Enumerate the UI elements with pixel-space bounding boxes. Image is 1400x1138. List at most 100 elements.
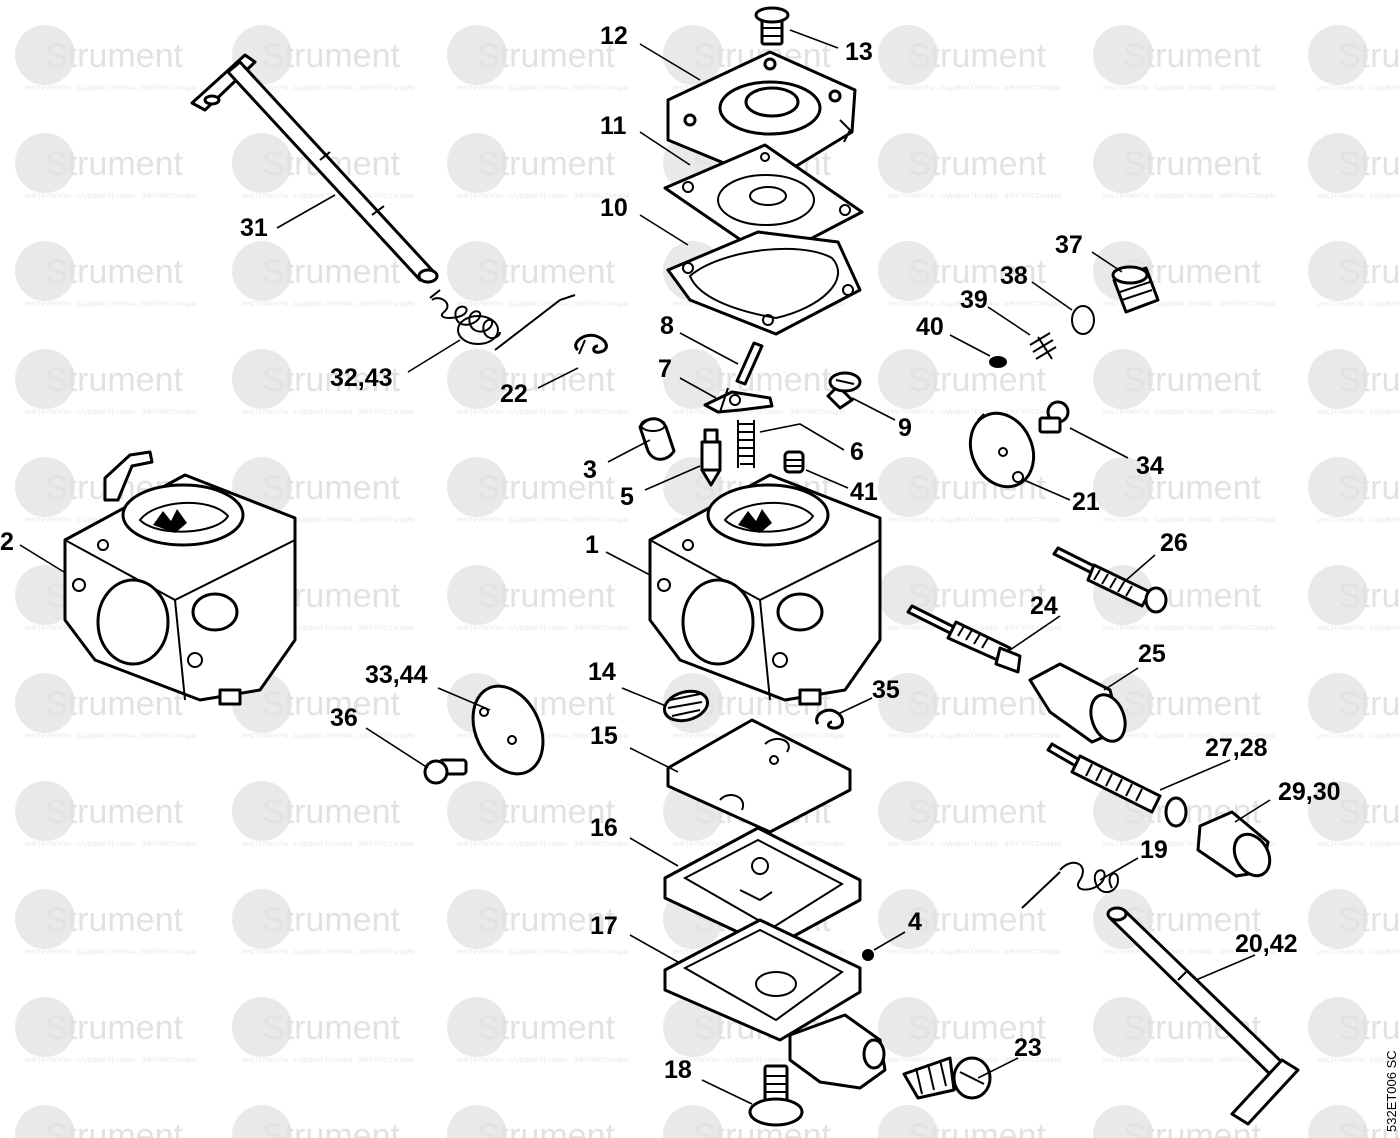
svg-text:Strument: Strument — [477, 901, 615, 939]
callout-35: 35 — [872, 676, 900, 704]
svg-text:ИНСТРУМЕНТЫ · САДОВАЯ ТЕХНИКА: ИНСТРУМЕНТЫ · САДОВАЯ ТЕХНИКА · ЭЛЕКТРОС… — [888, 626, 1061, 632]
part-34-screw — [1038, 400, 1070, 434]
leader-lines — [19, 29, 1271, 1105]
svg-text:ИНСТРУМЕНТЫ · САДОВАЯ ТЕХНИКА: ИНСТРУМЕНТЫ · САДОВАЯ ТЕХНИКА · ЭЛЕКТРОС… — [242, 302, 415, 308]
part-18-screw — [748, 1064, 804, 1127]
callout-18: 18 — [664, 1056, 692, 1084]
svg-text:Strument: Strument — [477, 577, 615, 615]
svg-text:Strument: Strument — [693, 361, 831, 399]
svg-text:Strument: Strument — [1338, 577, 1400, 615]
svg-text:ИНСТРУМЕНТЫ · САДОВАЯ ТЕХНИКА: ИНСТРУМЕНТЫ · САДОВАЯ ТЕХНИКА · ЭЛЕКТРОС… — [242, 194, 415, 200]
svg-text:ИНСТРУМЕНТЫ · САДОВАЯ ТЕХНИКА: ИНСТРУМЕНТЫ · САДОВАЯ ТЕХНИКА · ЭЛЕКТРОС… — [457, 518, 630, 524]
svg-text:ИНСТРУМЕНТЫ · САДОВАЯ ТЕХНИКА: ИНСТРУМЕНТЫ · САДОВАЯ ТЕХНИКА · ЭЛЕКТРОС… — [25, 86, 198, 92]
svg-text:ИНСТРУМЕНТЫ · САДОВАЯ ТЕХНИКА: ИНСТРУМЕНТЫ · САДОВАЯ ТЕХНИКА · ЭЛЕКТРОС… — [673, 1058, 846, 1064]
svg-text:ИНСТРУМЕНТЫ · САДОВАЯ ТЕХНИКА: ИНСТРУМЕНТЫ · САДОВАЯ ТЕХНИКА · ЭЛЕКТРОС… — [888, 734, 1061, 740]
part-31-throttle-shaft — [190, 53, 439, 284]
callout-24: 24 — [1030, 592, 1058, 620]
callout-16: 16 — [590, 814, 618, 842]
svg-text:ИНСТРУМЕНТЫ · САДОВАЯ ТЕХНИКА: ИНСТРУМЕНТЫ · САДОВАЯ ТЕХНИКА · ЭЛЕКТРОС… — [1318, 410, 1400, 416]
callout-10: 10 — [600, 194, 628, 222]
part-11-diaphragm — [663, 143, 864, 262]
svg-text:ИНСТРУМЕНТЫ · САДОВАЯ ТЕХНИКА: ИНСТРУМЕНТЫ · САДОВАЯ ТЕХНИКА · ЭЛЕКТРОС… — [888, 410, 1061, 416]
svg-text:ИНСТРУМЕНТЫ · САДОВАЯ ТЕХНИКА: ИНСТРУМЕНТЫ · САДОВАЯ ТЕХНИКА · ЭЛЕКТРОС… — [242, 410, 415, 416]
part-9-screw — [826, 371, 862, 410]
callout-32-43: 32,43 — [330, 364, 393, 392]
callout-12: 12 — [600, 22, 628, 50]
callout-14: 14 — [588, 658, 616, 686]
svg-text:Strument: Strument — [908, 361, 1046, 399]
part-39-spring — [1029, 332, 1057, 360]
svg-text:ИНСТРУМЕНТЫ · САДОВАЯ ТЕХНИКА: ИНСТРУМЕНТЫ · САДОВАЯ ТЕХНИКА · ЭЛЕКТРОС… — [457, 86, 630, 92]
svg-text:ИНСТРУМЕНТЫ · САДОВАЯ ТЕХНИКА: ИНСТРУМЕНТЫ · САДОВАЯ ТЕХНИКА · ЭЛЕКТРОС… — [1318, 950, 1400, 956]
svg-text:Strument: Strument — [908, 901, 1046, 939]
part-15-metering-gasket — [666, 718, 852, 834]
svg-text:Strument: Strument — [477, 145, 615, 183]
svg-text:ИНСТРУМЕНТЫ · САДОВАЯ ТЕХНИКА: ИНСТРУМЕНТЫ · САДОВАЯ ТЕХНИКА · ЭЛЕКТРОС… — [888, 302, 1061, 308]
callout-11: 11 — [600, 112, 627, 140]
part-36-screw — [423, 758, 468, 785]
svg-text:Strument: Strument — [262, 253, 400, 291]
svg-text:Strument: Strument — [1338, 469, 1400, 507]
svg-text:Strument: Strument — [1338, 1009, 1400, 1047]
callout-37: 37 — [1055, 231, 1083, 259]
svg-text:Strument: Strument — [45, 253, 183, 291]
svg-text:ИНСТРУМЕНТЫ · САДОВАЯ ТЕХНИКА: ИНСТРУМЕНТЫ · САДОВАЯ ТЕХНИКА · ЭЛЕКТРОС… — [1318, 1058, 1400, 1064]
svg-text:ИНСТРУМЕНТЫ · САДОВАЯ ТЕХНИКА: ИНСТРУМЕНТЫ · САДОВАЯ ТЕХНИКА · ЭЛЕКТРОС… — [1103, 842, 1276, 848]
svg-text:Strument: Strument — [1338, 253, 1400, 291]
part-35-clip — [815, 708, 844, 730]
svg-text:ИНСТРУМЕНТЫ · САДОВАЯ ТЕХНИКА: ИНСТРУМЕНТЫ · САДОВАЯ ТЕХНИКА · ЭЛЕКТРОС… — [25, 1058, 198, 1064]
svg-text:ИНСТРУМЕНТЫ · САДОВАЯ ТЕХНИКА: ИНСТРУМЕНТЫ · САДОВАЯ ТЕХНИКА · ЭЛЕКТРОС… — [25, 842, 198, 848]
svg-text:Strument: Strument — [45, 37, 183, 75]
part-3-plug — [638, 417, 676, 461]
svg-text:Strument: Strument — [262, 1009, 400, 1047]
svg-text:Strument: Strument — [477, 793, 615, 831]
part-24-adjusting-screw — [906, 604, 1022, 674]
svg-text:Strument: Strument — [262, 793, 400, 831]
part-40-screen — [989, 356, 1007, 368]
svg-text:ИНСТРУМЕНТЫ · САДОВАЯ ТЕХНИКА: ИНСТРУМЕНТЫ · САДОВАЯ ТЕХНИКА · ЭЛЕКТРОС… — [242, 950, 415, 956]
svg-text:Strument: Strument — [908, 1117, 1046, 1138]
part-22-clip — [574, 333, 608, 355]
svg-text:ИНСТРУМЕНТЫ · САДОВАЯ ТЕХНИКА: ИНСТРУМЕНТЫ · САДОВАЯ ТЕХНИКА · ЭЛЕКТРОС… — [1318, 734, 1400, 740]
svg-text:ИНСТРУМЕНТЫ · САДОВАЯ ТЕХНИКА: ИНСТРУМЕНТЫ · САДОВАЯ ТЕХНИКА · ЭЛЕКТРОС… — [1103, 410, 1276, 416]
svg-text:Strument: Strument — [1338, 793, 1400, 831]
part-4-ball — [862, 949, 874, 961]
callout-labels: 12 13 11 10 31 37 38 39 40 8 7 32,43 22 … — [0, 22, 1341, 1084]
svg-text:Strument: Strument — [1123, 145, 1261, 183]
callout-13: 13 — [845, 38, 873, 66]
part-17-fuel-pump-cover — [663, 918, 887, 1090]
svg-text:Strument: Strument — [1338, 1117, 1400, 1138]
part-19-spring — [1021, 861, 1120, 909]
callout-25: 25 — [1138, 640, 1166, 668]
svg-text:ИНСТРУМЕНТЫ · САДОВАЯ ТЕХНИКА: ИНСТРУМЕНТЫ · САДОВАЯ ТЕХНИКА · ЭЛЕКТРОС… — [457, 302, 630, 308]
svg-text:Strument: Strument — [693, 1117, 831, 1138]
svg-text:ИНСТРУМЕНТЫ · САДОВАЯ ТЕХНИКА: ИНСТРУМЕНТЫ · САДОВАЯ ТЕХНИКА · ЭЛЕКТРОС… — [1103, 950, 1276, 956]
callout-27-28: 27,28 — [1205, 734, 1268, 762]
svg-text:ИНСТРУМЕНТЫ · САДОВАЯ ТЕХНИКА: ИНСТРУМЕНТЫ · САДОВАЯ ТЕХНИКА · ЭЛЕКТРОС… — [242, 518, 415, 524]
svg-text:Strument: Strument — [477, 253, 615, 291]
callout-40: 40 — [916, 313, 944, 341]
part-23-fuel-screw — [902, 1056, 992, 1100]
svg-text:ИНСТРУМЕНТЫ · САДОВАЯ ТЕХНИКА: ИНСТРУМЕНТЫ · САДОВАЯ ТЕХНИКА · ЭЛЕКТРОС… — [888, 842, 1061, 848]
svg-text:Strument: Strument — [262, 37, 400, 75]
